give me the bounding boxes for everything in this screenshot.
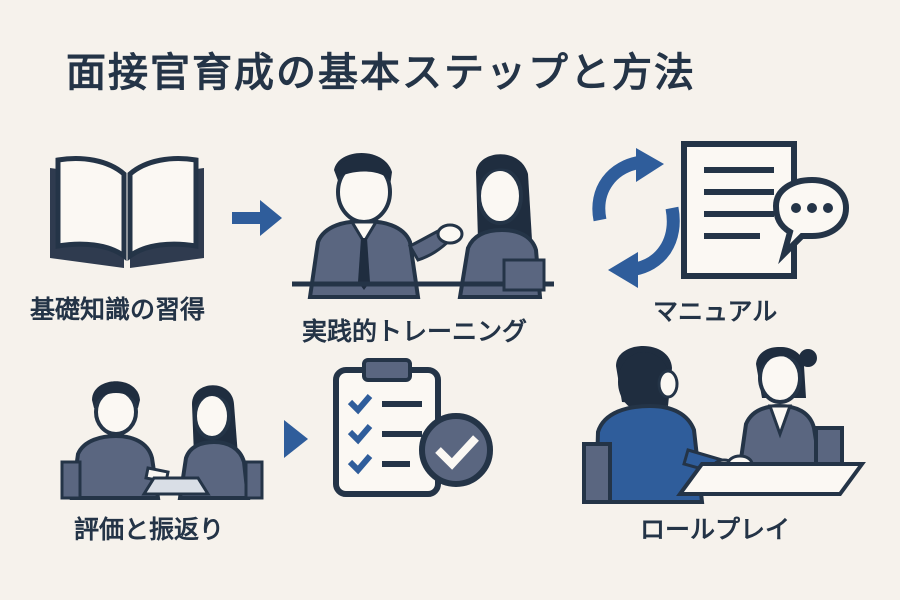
manual-document-icon	[681, 141, 850, 279]
page-title: 面接官育成の基本ステップと方法	[66, 50, 696, 96]
role-play-icon	[582, 346, 866, 504]
interview-review-icon	[60, 381, 264, 500]
step-label-manual: マニュアル	[653, 297, 778, 326]
open-book-icon	[50, 156, 204, 268]
step-label-practical-training: 実践的トレーニング	[302, 317, 528, 346]
step-label-basic-knowledge: 基礎知識の習得	[30, 295, 206, 324]
step-label-evaluation-review: 評価と振返り	[74, 515, 225, 544]
arrow-right-icon	[232, 200, 282, 236]
checklist-clipboard-icon	[333, 358, 493, 497]
triangle-right-icon	[284, 420, 308, 458]
training-conversation-icon	[292, 153, 554, 299]
cycle-arrows-icon	[592, 148, 680, 288]
step-label-role-play: ロールプレイ	[640, 515, 791, 544]
